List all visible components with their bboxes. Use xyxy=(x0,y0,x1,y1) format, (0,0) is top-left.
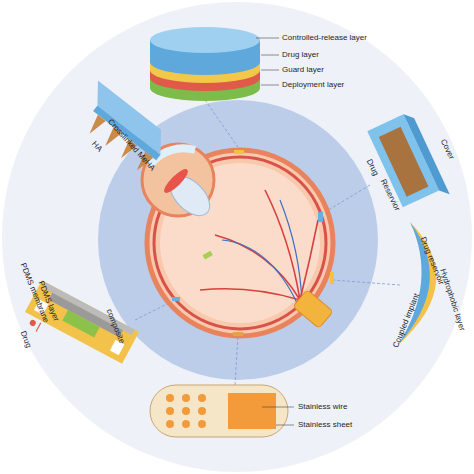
part-label: Coupled implant xyxy=(392,292,421,349)
part-label: Drug layer xyxy=(282,51,319,59)
part-label: composite xyxy=(105,308,126,345)
stainless-device xyxy=(150,385,294,437)
microneedle-patch xyxy=(69,81,173,177)
part-label: Drug xyxy=(365,158,380,177)
part-label: Stainless sheet xyxy=(298,421,352,429)
layered-disc xyxy=(150,27,279,101)
eye xyxy=(142,144,334,336)
part-label: Controlled-release layer xyxy=(282,34,367,42)
part-label: Hydrophobic layer xyxy=(438,268,466,332)
leader-lines xyxy=(135,100,400,385)
part-label: Stainless wire xyxy=(298,403,347,411)
part-label: Crosslinked MeHA xyxy=(106,118,156,173)
part-label: Cover xyxy=(439,138,456,161)
part-label: Reservior xyxy=(379,178,401,212)
part-label: HA xyxy=(90,140,103,154)
part-label: Deployment layer xyxy=(282,81,344,89)
reservoir-box xyxy=(367,111,449,215)
part-label: Guard layer xyxy=(282,66,324,74)
part-label: Drug xyxy=(19,330,33,349)
